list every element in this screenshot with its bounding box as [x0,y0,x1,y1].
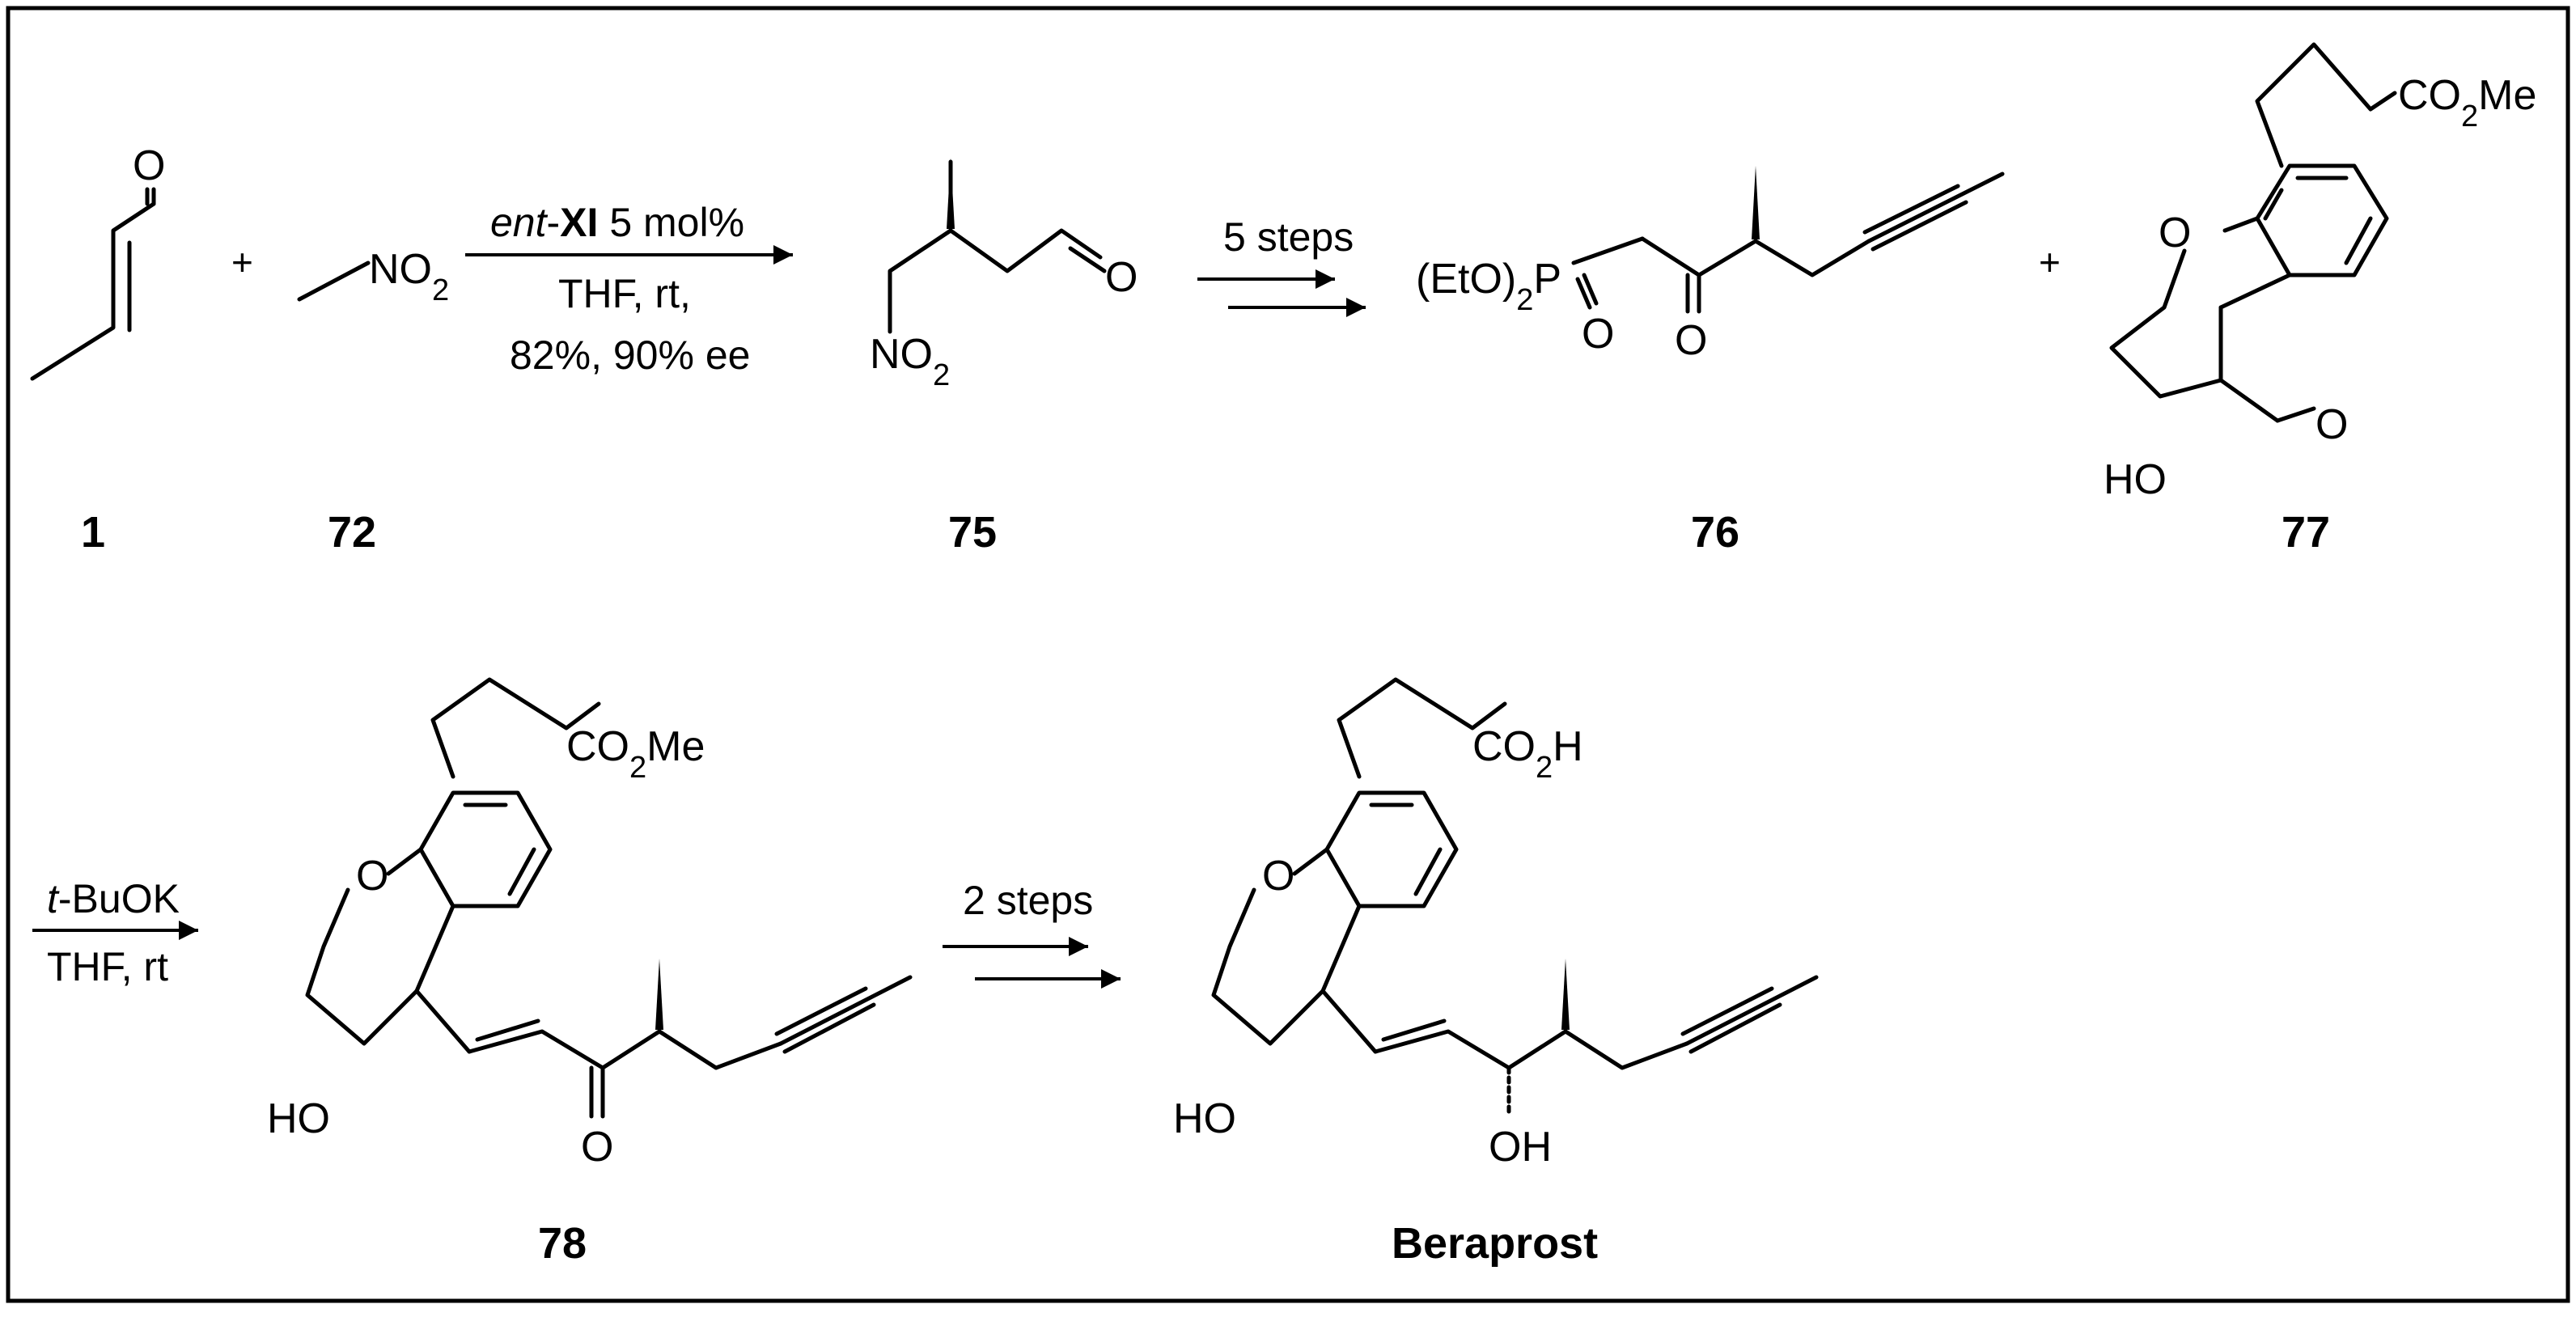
c78-hydroxyl: HO [267,1095,330,1142]
c72-nitro-group: NO2 [369,246,449,307]
c77-label: 77 [2282,508,2330,557]
reaction-arrow-3: t-BuOK THF, rt [32,876,198,989]
c77-hydroxyl: HO [2104,456,2167,503]
compound-beraprost: CO2H O OH HO Beraprost [1173,677,1819,1268]
compound-72: NO2 72 [297,246,449,557]
beraprost-side-hydroxyl: OH [1489,1124,1552,1171]
c76-oxygen-ketone: O [1675,317,1707,364]
c1-oxygen: O [133,142,165,189]
c72-nitro-text: NO2 [369,246,449,307]
c78-label: 78 [538,1219,587,1268]
c78-ketone-oxygen: O [581,1124,613,1171]
c76-label: 76 [1691,508,1739,557]
c78-ester: CO2Me [566,723,705,785]
compound-78: CO2Me O O HO 78 [267,677,913,1268]
r1-yield: 82%, 90% ee [510,332,750,378]
c76-phosphonate: (EtO)2P [1416,256,1561,317]
plus-sign-1: + [231,241,253,283]
c77-aldehyde-oxygen: O [2315,401,2348,448]
reaction-arrow-2: 5 steps [1197,214,1366,317]
compound-77: CO2Me O O HO 77 [2104,42,2536,557]
beraprost-ring-oxygen: O [1262,853,1294,900]
r1-reagent: ent-XI 5 mol% [490,200,744,245]
compound-75: O NO2 75 [870,158,1138,557]
beraprost-acid: CO2H [1472,723,1583,785]
r3-solvent: THF, rt [47,944,168,989]
c1-label: 1 [81,508,105,557]
reaction-arrow-4: 2 steps [943,878,1121,989]
plus-sign-2: + [2039,241,2061,283]
scheme-frame [6,6,2570,1303]
c76-oxygen-phosphoryl: O [1582,311,1614,358]
beraprost-hydroxyl: HO [1173,1095,1236,1142]
c72-label: 72 [328,508,376,557]
beraprost-label: Beraprost [1392,1219,1598,1268]
reaction-arrow-1: ent-XI 5 mol% THF, rt, 82%, 90% ee [465,200,793,378]
r3-reagent: t-BuOK [47,876,180,921]
r4-conditions: 2 steps [963,878,1093,923]
c77-ring-oxygen: O [2159,210,2191,256]
c75-label: 75 [948,508,997,557]
c77-ester: CO2Me [2398,72,2536,133]
c75-nitro-group: NO2 [870,331,950,392]
r2-conditions: 5 steps [1223,214,1354,260]
c75-oxygen: O [1105,254,1138,301]
c78-ring-oxygen: O [356,853,388,900]
r1-solvent: THF, rt, [558,271,691,316]
compound-1: O 1 [30,142,165,557]
compound-76: (EtO)2P O O 76 [1416,166,2005,557]
